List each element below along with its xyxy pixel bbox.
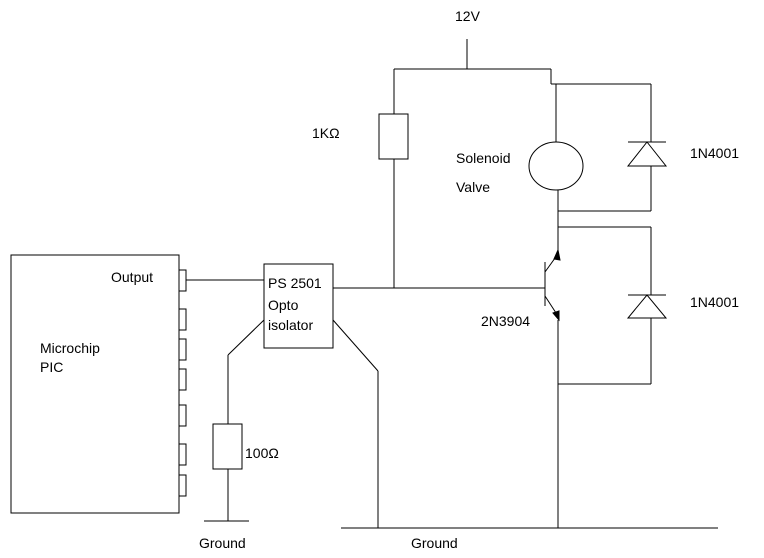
- supply-label: 12V: [455, 8, 481, 24]
- pic-output-label: Output: [111, 269, 153, 285]
- pic-label-line2: PIC: [40, 359, 63, 375]
- solenoid-label-line2: Valve: [456, 179, 490, 195]
- pic-pin: [178, 443, 187, 466]
- diode-top-label: 1N4001: [690, 145, 739, 161]
- solenoid-label-line1: Solenoid: [456, 150, 511, 166]
- resistor-1k: 1KΩ: [312, 69, 409, 288]
- diode-top: 1N4001: [626, 84, 739, 211]
- diode-bottom: 1N4001: [558, 226, 739, 385]
- pic-pin: [178, 474, 187, 497]
- pic-pin: [178, 308, 187, 331]
- microchip-pic: Output Microchip PIC: [10, 254, 187, 514]
- solenoid-valve: Solenoid Valve: [456, 69, 651, 250]
- resistor-1k-label: 1KΩ: [312, 125, 340, 141]
- pic-pin: [178, 368, 187, 391]
- opto-label-line3: isolator: [268, 317, 313, 333]
- opto-label-line2: Opto: [268, 297, 299, 313]
- transistor-2n3904: 2N3904: [481, 248, 561, 528]
- opto-ground-wire: [332, 319, 379, 528]
- opto-isolator: PS 2501 Opto isolator: [263, 263, 334, 349]
- ground-left: Ground: [199, 520, 249, 551]
- ground-left-label: Ground: [199, 535, 246, 551]
- supply-12v: 12V: [394, 8, 551, 70]
- opto-label-line1: PS 2501: [268, 275, 322, 291]
- ground-main: Ground: [341, 527, 718, 551]
- ground-main-label: Ground: [411, 535, 458, 551]
- pic-pin: [178, 338, 187, 361]
- resistor-100-label: 100Ω: [245, 445, 279, 461]
- transistor-label: 2N3904: [481, 313, 530, 329]
- pic-pin-output: [178, 269, 187, 292]
- pic-label-line1: Microchip: [40, 340, 100, 356]
- diode-bottom-label: 1N4001: [690, 294, 739, 310]
- pic-pin: [178, 404, 187, 427]
- resistor-100: 100Ω: [212, 319, 279, 521]
